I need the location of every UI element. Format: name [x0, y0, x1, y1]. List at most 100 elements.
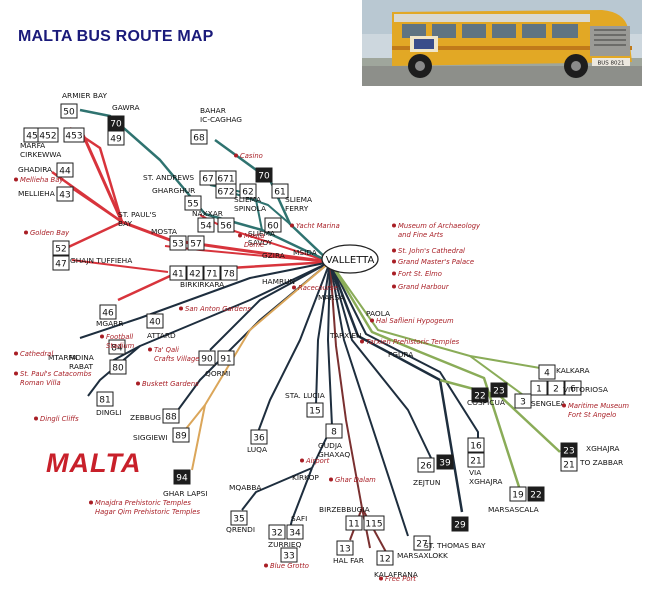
route-stop-r91[interactable]: 91	[217, 350, 235, 366]
route-stop-r453[interactable]: 453	[63, 127, 85, 143]
route-stop-r452[interactable]: 452	[37, 127, 59, 143]
route-line-zejtun	[329, 261, 433, 461]
route-stop-r53[interactable]: 53	[169, 235, 187, 251]
route-stop-r41[interactable]: 41	[169, 265, 187, 281]
route-stop-r67[interactable]: 67	[199, 170, 217, 186]
route-stop-r71[interactable]: 71	[203, 265, 221, 281]
route-stop-r12[interactable]: 12	[376, 550, 394, 566]
attraction-dot	[300, 458, 304, 463]
place-mosta: MOSTA	[151, 227, 177, 236]
route-number: 41	[172, 270, 183, 280]
route-line-stthomas	[328, 261, 464, 513]
route-stop-r40[interactable]: 40	[146, 313, 164, 329]
svg-text:Dingli Cliffs: Dingli Cliffs	[40, 415, 79, 423]
route-stop-r15[interactable]: 15	[306, 402, 324, 418]
route-stop-r54[interactable]: 54	[197, 217, 215, 233]
route-number: 36	[253, 434, 265, 444]
route-number: 3	[520, 398, 526, 408]
route-stop-r11[interactable]: 11	[345, 515, 363, 531]
route-line-north-4	[51, 170, 123, 224]
route-stop-r89[interactable]: 89	[172, 427, 190, 443]
route-stop-r671[interactable]: 671	[215, 170, 237, 186]
route-stop-r8[interactable]: 8	[325, 423, 343, 439]
route-stop-r34[interactable]: 34	[286, 524, 304, 540]
route-stop-r56[interactable]: 56	[217, 217, 235, 233]
attraction-dot	[14, 351, 18, 356]
route-stop-r47[interactable]: 47	[52, 255, 70, 271]
route-stop-r2[interactable]: 2	[547, 380, 565, 396]
place-standrews: ST. ANDREWS	[143, 173, 194, 182]
route-stop-r42[interactable]: 42	[186, 265, 204, 281]
route-stop-r16[interactable]: 16	[467, 437, 485, 453]
route-stop-r49[interactable]: 49	[107, 130, 125, 146]
route-stop-r39[interactable]: 39	[436, 454, 454, 470]
route-stop-r3[interactable]: 3	[514, 393, 532, 409]
route-stop-r1[interactable]: 1	[530, 380, 548, 396]
route-stop-r60[interactable]: 60	[264, 217, 282, 233]
attraction-stjohn: St. John's Cathedral	[392, 247, 465, 255]
route-stop-r4[interactable]: 4	[538, 364, 556, 380]
route-stop-r22b[interactable]: 22	[527, 486, 545, 502]
place-ghadira: GHADIRA	[18, 165, 52, 174]
route-stop-r43[interactable]: 43	[56, 186, 74, 202]
route-stop-r62[interactable]: 62	[239, 183, 257, 199]
route-number: 22	[530, 491, 541, 501]
route-stop-r672[interactable]: 672	[215, 183, 237, 199]
route-stop-r6[interactable]: 6	[564, 380, 582, 396]
route-stop-r55[interactable]: 55	[184, 195, 202, 211]
svg-text:Tarxien Prehistoric Temples: Tarxien Prehistoric Temples	[366, 338, 460, 346]
route-stop-r81[interactable]: 81	[96, 391, 114, 407]
route-stop-r50[interactable]: 50	[60, 103, 78, 119]
route-number: 22	[474, 392, 485, 402]
place-kirkop: KIRKOP	[292, 473, 319, 482]
route-stop-r27[interactable]: 27	[413, 535, 431, 551]
route-stop-r70b[interactable]: 70	[255, 167, 273, 183]
route-stop-r22a[interactable]: 22	[471, 387, 489, 403]
route-stop-r68[interactable]: 68	[190, 129, 208, 145]
route-stop-r21a[interactable]: 21	[467, 452, 485, 468]
route-stop-r23a[interactable]: 23	[490, 382, 508, 398]
route-stop-r115[interactable]: 115	[363, 515, 385, 531]
attraction-dot	[136, 381, 140, 386]
route-number: 32	[271, 529, 282, 539]
route-stop-r33[interactable]: 33	[280, 547, 298, 563]
route-stop-r78[interactable]: 78	[220, 265, 238, 281]
route-stop-r23b[interactable]: 23	[560, 442, 578, 458]
route-number: 70	[258, 172, 270, 182]
route-stop-r52[interactable]: 52	[52, 240, 70, 256]
attraction-dot	[392, 223, 396, 228]
attraction-casino: Casino	[234, 152, 263, 160]
route-stop-r61[interactable]: 61	[271, 183, 289, 199]
route-stop-r19[interactable]: 19	[509, 486, 527, 502]
attraction-buskett: Buskett Gardens	[136, 380, 199, 388]
route-stop-r80[interactable]: 80	[109, 359, 127, 375]
route-stop-r46[interactable]: 46	[99, 304, 117, 320]
route-stop-r35[interactable]: 35	[230, 510, 248, 526]
route-number: 61	[274, 188, 285, 198]
route-number: 39	[439, 459, 451, 469]
route-stop-r21b[interactable]: 21	[560, 456, 578, 472]
route-stop-r88[interactable]: 88	[162, 408, 180, 424]
route-stop-r84[interactable]: 84	[108, 339, 126, 355]
place-fgura: FGURA	[388, 350, 413, 359]
svg-text:Mellieha Bay: Mellieha Bay	[20, 176, 64, 184]
route-stop-r26[interactable]: 26	[417, 457, 435, 473]
route-stop-r94[interactable]: 94	[173, 469, 191, 485]
route-stop-r32[interactable]: 32	[268, 524, 286, 540]
route-stop-r70a[interactable]: 70	[107, 115, 125, 131]
route-line-qormi	[209, 261, 331, 351]
attraction-dot	[264, 563, 268, 568]
route-stop-r44[interactable]: 44	[56, 162, 74, 178]
route-stop-r13[interactable]: 13	[336, 540, 354, 556]
place-marsa: MARSA	[318, 293, 344, 302]
route-stop-r36[interactable]: 36	[250, 429, 268, 445]
route-stop-r90[interactable]: 90	[198, 350, 216, 366]
route-number: 4	[544, 369, 550, 379]
route-stop-r57[interactable]: 57	[187, 235, 205, 251]
route-number: 26	[420, 462, 432, 472]
route-stop-r29[interactable]: 29	[451, 516, 469, 532]
